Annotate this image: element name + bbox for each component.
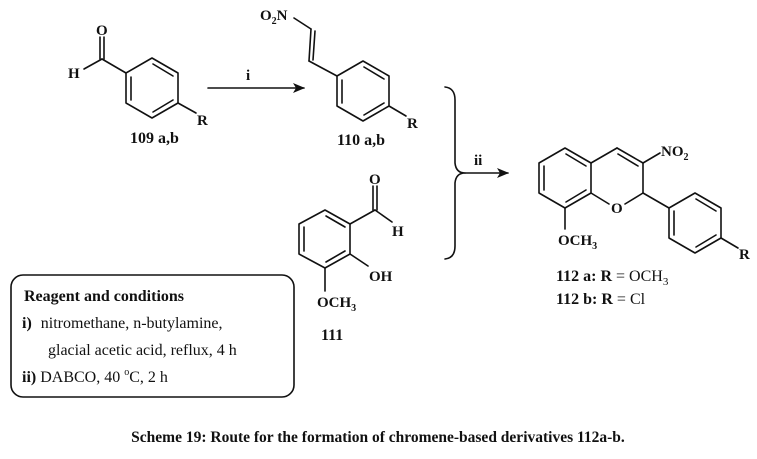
benzene-ring — [668, 192, 722, 254]
bond — [590, 147, 618, 164]
bond — [624, 192, 644, 205]
bond — [565, 189, 587, 203]
compound-110: O2N R 110 a,b — [260, 8, 418, 149]
atom-r-group: R — [407, 116, 418, 132]
conditions-title: Reagent and conditions — [24, 288, 184, 305]
compound-label-110: 110 a,b — [337, 132, 385, 149]
compound-112: O NO2 OCH3 R 112 a:R = OCH3 112 b:R = Cl — [538, 144, 750, 308]
bond — [617, 153, 639, 167]
condition-step-1-line-2: glacial acetic acid, reflux, 4 h — [48, 342, 237, 359]
bond — [349, 253, 369, 267]
bond — [325, 250, 346, 263]
ring-oxygen: O — [611, 201, 623, 217]
benzene-ring — [125, 57, 179, 119]
benzene-ring — [538, 147, 592, 209]
benzene-ring — [336, 60, 390, 122]
methoxy-group: OCH3 — [558, 233, 597, 252]
bond — [293, 17, 312, 30]
scheme-caption: Scheme 19: Route for the formation of ch… — [131, 429, 625, 446]
bond — [590, 192, 610, 205]
nitro-group: O2N — [260, 8, 288, 27]
bond — [152, 63, 174, 77]
reagents-conditions-box: Reagent and conditions i)nitromethane, n… — [10, 274, 295, 398]
reaction-arrow-step-2: ii — [444, 86, 509, 260]
bond — [695, 198, 717, 212]
bond — [312, 30, 316, 61]
nitro-group: NO2 — [661, 144, 689, 163]
bond — [83, 58, 103, 70]
atom-oxygen: O — [96, 23, 108, 39]
bond — [363, 66, 385, 80]
reaction-arrow-step-1: i — [207, 68, 305, 93]
atom-hydrogen: H — [68, 66, 80, 82]
bond — [363, 102, 385, 116]
methoxy-group: OCH3 — [317, 295, 356, 314]
compound-label-111: 111 — [321, 327, 343, 344]
bond — [374, 209, 393, 223]
atom-r-group: R — [739, 247, 750, 263]
compound-111: O H OH OCH3 111 — [298, 172, 404, 344]
bond — [388, 105, 407, 117]
compound-label-109: 109 a,b — [130, 130, 179, 147]
variant-112b: 112 b:R = Cl — [556, 291, 646, 308]
bond — [616, 147, 644, 164]
bond — [720, 237, 739, 249]
bond — [642, 152, 661, 164]
bond — [177, 102, 197, 114]
hydroxyl-group: OH — [369, 269, 393, 285]
bond — [565, 153, 587, 167]
step-label-i: i — [246, 68, 250, 84]
bond — [695, 234, 717, 248]
condition-step-2: ii)DABCO, 40 oC, 2 h — [22, 367, 168, 386]
step-label-ii: ii — [474, 153, 482, 169]
atom-hydrogen: H — [392, 224, 404, 240]
variant-112a: 112 a:R = OCH3 — [556, 268, 669, 288]
compound-109: O H R 109 a,b — [68, 23, 208, 147]
bond — [308, 28, 312, 62]
conditions-border — [10, 274, 295, 398]
benzene-ring — [298, 209, 351, 269]
combining-brace — [444, 86, 466, 260]
bond — [642, 192, 670, 209]
condition-step-1-line-1: i)nitromethane, n-butylamine, — [22, 315, 223, 332]
bond — [101, 58, 127, 74]
bond — [308, 60, 338, 77]
bond — [152, 99, 174, 113]
atom-r-group: R — [197, 113, 208, 129]
atom-oxygen: O — [369, 172, 381, 188]
bond — [325, 215, 346, 228]
bond — [349, 209, 376, 225]
